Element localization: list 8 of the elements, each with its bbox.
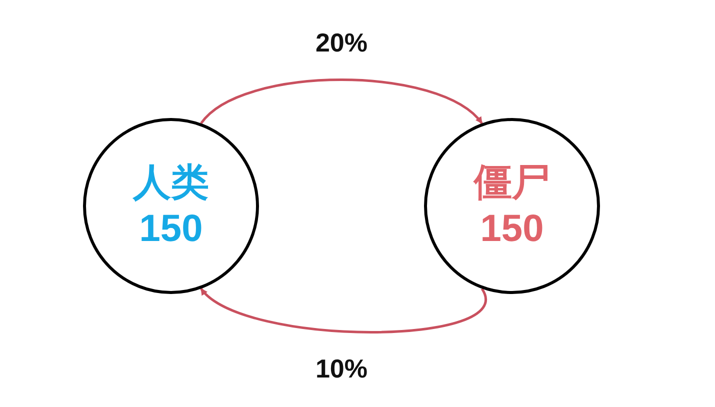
- circle-node: [83, 118, 259, 294]
- circle-node: [424, 118, 600, 294]
- node-value: 150: [139, 207, 203, 252]
- curved-arrow: [200, 288, 487, 334]
- node-value: 150: [480, 207, 544, 252]
- curved-arrow: [200, 78, 483, 124]
- node-title: 僵尸: [474, 161, 550, 206]
- node-title: 人类: [133, 161, 209, 206]
